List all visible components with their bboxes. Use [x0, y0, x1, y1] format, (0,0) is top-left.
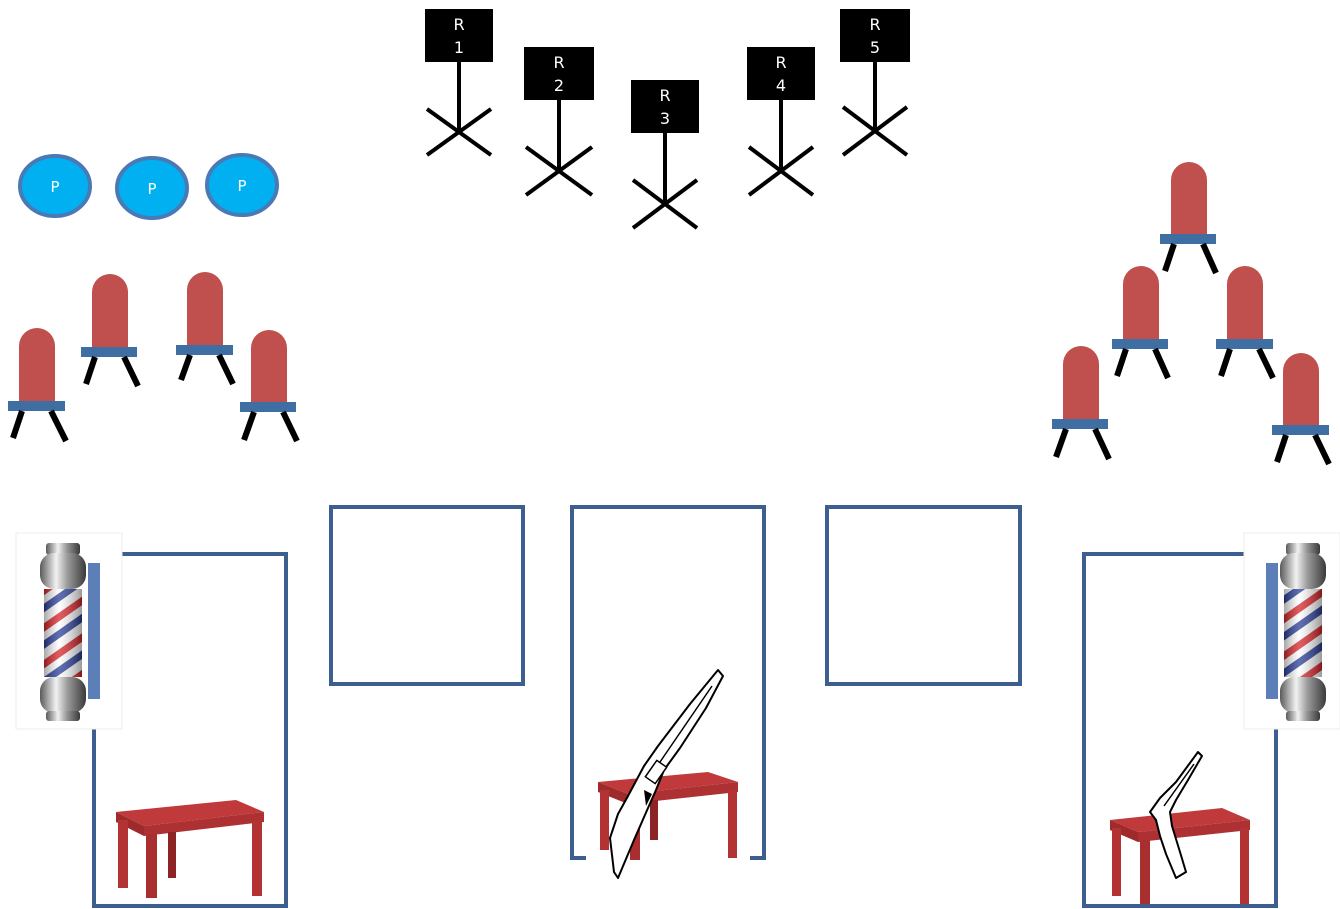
barber-pole-icon	[1244, 533, 1340, 729]
chair-group-left	[8, 272, 297, 441]
target-sign-icon: R 1	[425, 9, 493, 155]
target-label-number: 1	[454, 38, 464, 57]
target-group: R 1 R 2 R 3 R 4	[425, 9, 910, 228]
target-sign-icon: R 3	[631, 80, 699, 228]
target-label-letter: R	[453, 15, 464, 34]
target-sign-icon: R 4	[747, 47, 815, 195]
chair-icon	[1216, 266, 1273, 378]
chair-icon	[1272, 353, 1329, 464]
target-label-number: 3	[660, 109, 670, 128]
table-icon	[116, 800, 264, 898]
chair-icon	[81, 274, 138, 386]
chair-icon	[1052, 346, 1109, 459]
chair-icon	[8, 328, 66, 441]
chair-icon	[176, 272, 233, 384]
booth-group	[94, 507, 1276, 906]
chair-icon	[240, 330, 297, 441]
target-label-number: 5	[870, 38, 880, 57]
target-label-number: 4	[776, 76, 786, 95]
target-label-number: 2	[554, 76, 564, 95]
target-label-letter: R	[659, 86, 670, 105]
position-marker-icon: P	[207, 155, 277, 215]
target-sign-icon: R 5	[840, 9, 910, 155]
target-label-letter: R	[869, 15, 880, 34]
position-marker-label: P	[237, 177, 246, 195]
position-marker-icon: P	[20, 156, 90, 216]
target-sign-icon: R 2	[524, 47, 594, 195]
position-marker-label: P	[50, 178, 59, 196]
position-marker-group: P P P	[20, 155, 277, 218]
chair-group-right	[1052, 162, 1329, 464]
target-label-letter: R	[775, 53, 786, 72]
target-label-letter: R	[553, 53, 564, 72]
chair-icon	[1160, 162, 1216, 273]
position-marker-label: P	[147, 180, 156, 198]
barber-pole-icon	[16, 533, 122, 729]
chair-icon	[1112, 266, 1168, 378]
box-left-center	[331, 507, 523, 684]
box-right-center	[827, 507, 1020, 684]
position-marker-icon: P	[117, 158, 187, 218]
